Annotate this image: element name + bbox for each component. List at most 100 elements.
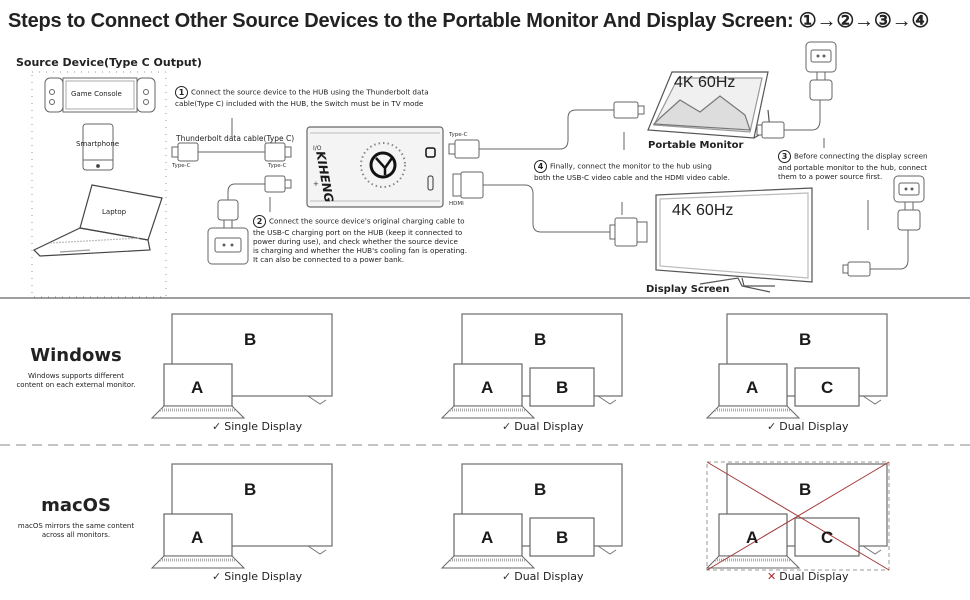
- step-2-line-3: power during use), and check whether the…: [253, 237, 458, 246]
- display-screen-resolution: 4K 60Hz: [672, 202, 734, 219]
- hub-typec-port-label: Type-C: [449, 132, 468, 138]
- laptop-screen: [163, 513, 233, 557]
- laptop-screen: [163, 363, 233, 407]
- laptop-base: [150, 555, 246, 569]
- screen-label: A: [481, 528, 494, 547]
- step-3-number: 3: [778, 150, 791, 163]
- screen-label: B: [556, 378, 569, 397]
- display-mode-artwork: [440, 313, 623, 419]
- step-2-line-2: the USB-C charging port on the HUB (keep…: [253, 228, 463, 237]
- laptop-base: [150, 405, 246, 419]
- portable-monitor-artwork: [647, 71, 771, 139]
- hub-plus-label: +: [313, 180, 319, 188]
- screen-label: A: [746, 378, 759, 397]
- tv-stand: [597, 545, 617, 555]
- check-icon: ✓: [212, 570, 222, 583]
- game-console-icon: [44, 77, 156, 113]
- portable-monitor-screen: [794, 517, 860, 557]
- os-title-windows: Windows: [30, 345, 122, 366]
- screen-label: B: [244, 330, 257, 349]
- display-mode-artwork: [705, 313, 888, 419]
- step-2-line-5: It can also be connected to a power bank…: [253, 255, 405, 264]
- screen-label: A: [481, 378, 494, 397]
- display-mode-artwork: [150, 313, 333, 419]
- device-label-smartphone: Smartphone: [76, 140, 120, 148]
- os-description-line: macOS mirrors the same content: [17, 522, 135, 530]
- step-1-number: 1: [175, 86, 188, 99]
- display-mode-label: ✓Dual Display: [502, 420, 584, 433]
- device-label-game-console: Game Console: [71, 90, 122, 98]
- check-icon: ✓: [212, 420, 222, 433]
- step-3-line-2: and portable monitor to the hub, connect: [778, 163, 928, 172]
- screen-label: A: [191, 528, 204, 547]
- cross-line: [706, 461, 890, 571]
- display-mode-artwork: [440, 463, 623, 569]
- step-2-number: 2: [253, 215, 266, 228]
- display-mode-label: ✓Single Display: [212, 570, 302, 583]
- os-description-line: Windows supports different: [28, 372, 124, 380]
- display-mode-label: ✓Dual Display: [502, 570, 584, 583]
- display-mode-text: Dual Display: [514, 420, 584, 433]
- laptop-screen: [453, 363, 523, 407]
- smartphone-icon: [82, 123, 114, 171]
- screen-label: A: [746, 528, 759, 547]
- step-1-line-2: cable(Type C) included with the HUB, the…: [175, 99, 424, 108]
- laptop-base: [705, 405, 801, 419]
- display-mode-artwork: [705, 461, 890, 571]
- display-mode-text: Single Display: [224, 420, 303, 433]
- os-title-macos: macOS: [41, 495, 111, 516]
- display-mode-label: ✓Dual Display: [767, 420, 849, 433]
- cross-icon: ✕: [767, 570, 777, 583]
- hub-artwork: [306, 126, 444, 208]
- display-mode-artwork: [150, 463, 333, 569]
- display-mode-text: Dual Display: [779, 570, 849, 583]
- tv-stand: [307, 545, 327, 555]
- thunderbolt-cable-artwork: [171, 118, 292, 162]
- screen-label: B: [799, 330, 812, 349]
- screen-label: C: [821, 378, 834, 397]
- screen-label: A: [191, 378, 204, 397]
- screen-label: B: [534, 480, 547, 499]
- laptop-base: [440, 555, 536, 569]
- display-mode-text: Dual Display: [514, 570, 584, 583]
- step-2-line-1: Connect the source device's original cha…: [269, 216, 465, 226]
- check-icon: ✓: [767, 420, 777, 433]
- step-4-number: 4: [534, 160, 547, 173]
- check-icon: ✓: [502, 420, 512, 433]
- portable-monitor-caption: Portable Monitor: [648, 140, 744, 151]
- step-4-line-1: Finally, connect the monitor to the hub …: [550, 161, 712, 171]
- display-screen-artwork: [655, 187, 813, 293]
- source-device-frame: [31, 71, 167, 298]
- source-device-heading: Source Device(Type C Output): [16, 56, 202, 69]
- tv-stand: [597, 395, 617, 405]
- screen-label: C: [821, 528, 834, 547]
- step-4-line-2: both the USB-C video cable and the HDMI …: [534, 173, 730, 182]
- hub-hdmi-port-label: HDMI: [449, 201, 464, 207]
- step-2-line-4: is charging and whether the HUB's coolin…: [253, 246, 468, 255]
- screen-label: B: [556, 528, 569, 547]
- unsupported-frame: [706, 461, 890, 571]
- screen-label: B: [799, 480, 812, 499]
- hdmi-cable-artwork: [452, 171, 648, 247]
- display-mode-label: ✕Dual Display: [767, 570, 849, 583]
- hub-charging-cable-artwork: [207, 175, 292, 265]
- step-3-line-1: Before connecting the display screen: [794, 151, 928, 161]
- laptop-screen: [718, 363, 788, 407]
- portable-monitor-power-artwork: [756, 41, 837, 148]
- screen-label: B: [244, 480, 257, 499]
- tv-stand: [307, 395, 327, 405]
- cable-end-right-label: Type-C: [268, 163, 287, 169]
- usb-c-video-cable-artwork: [448, 101, 645, 159]
- hub-io-label: I/O: [313, 145, 322, 152]
- display-mode-text: Dual Display: [779, 420, 849, 433]
- cable-end-left-label: Type-C: [172, 163, 191, 169]
- screen-label: B: [534, 330, 547, 349]
- page-title: Steps to Connect Other Source Devices to…: [8, 10, 930, 32]
- portable-monitor-screen: [529, 367, 595, 407]
- tv-stand: [862, 395, 882, 405]
